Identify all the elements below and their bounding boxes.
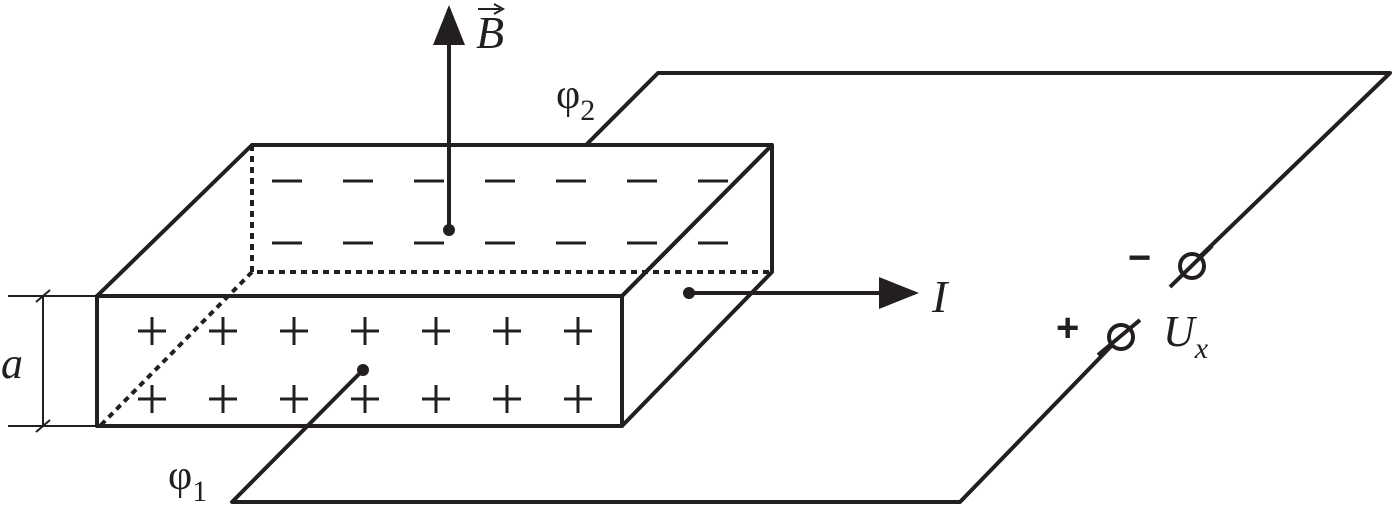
positive-charge-icon: [493, 317, 521, 345]
thickness-label: a: [1, 339, 23, 388]
positive-charge-icon: [564, 385, 592, 413]
phi1-symbol: φ: [168, 453, 193, 499]
phi1-label: φ1: [168, 455, 207, 507]
plus-terminal-label: +: [1056, 306, 1080, 350]
positive-charge-icon: [209, 317, 237, 345]
current-origin-dot: [683, 287, 695, 299]
voltage-subscript: x: [1194, 332, 1209, 365]
current-label: I: [932, 271, 948, 322]
positive-charge-icon: [351, 385, 379, 413]
circuit-wire-phi1: [230, 335, 1122, 504]
positive-charge-icon: [209, 385, 237, 413]
field-symbol: B: [476, 7, 505, 58]
minus-terminal-icon: [1168, 244, 1214, 289]
slab-front-face: [95, 294, 624, 428]
positive-charge-icon: [280, 385, 308, 413]
positive-charges: [138, 317, 592, 413]
phi2-symbol: φ: [556, 72, 581, 118]
phi1-subscript: 1: [192, 475, 208, 508]
plus-terminal-icon: [1096, 318, 1142, 357]
positive-charge-icon: [422, 385, 450, 413]
voltage-label: Ux: [1163, 310, 1208, 364]
circuit-wire-phi2: [584, 71, 1392, 270]
thickness-dimension: [8, 289, 97, 433]
field-origin-dot: [443, 224, 455, 236]
positive-charge-icon: [280, 317, 308, 345]
slab-right-face: [620, 143, 774, 428]
positive-charge-icon: [351, 317, 379, 345]
positive-charge-icon: [564, 317, 592, 345]
slab-hidden-edges: [98, 145, 772, 428]
negative-charges: [272, 179, 728, 245]
field-label: B: [476, 3, 506, 58]
positive-charge-icon: [422, 317, 450, 345]
minus-terminal-label: −: [1128, 236, 1152, 280]
phi1-contact-dot: [357, 364, 369, 376]
phi2-label: φ2: [556, 74, 595, 126]
phi2-subscript: 2: [580, 94, 596, 127]
positive-charge-icon: [138, 317, 166, 345]
positive-charge-icon: [493, 385, 521, 413]
vector-arrow-icon: [478, 3, 506, 15]
positive-charge-icon: [138, 385, 166, 413]
voltage-symbol: U: [1163, 307, 1195, 356]
